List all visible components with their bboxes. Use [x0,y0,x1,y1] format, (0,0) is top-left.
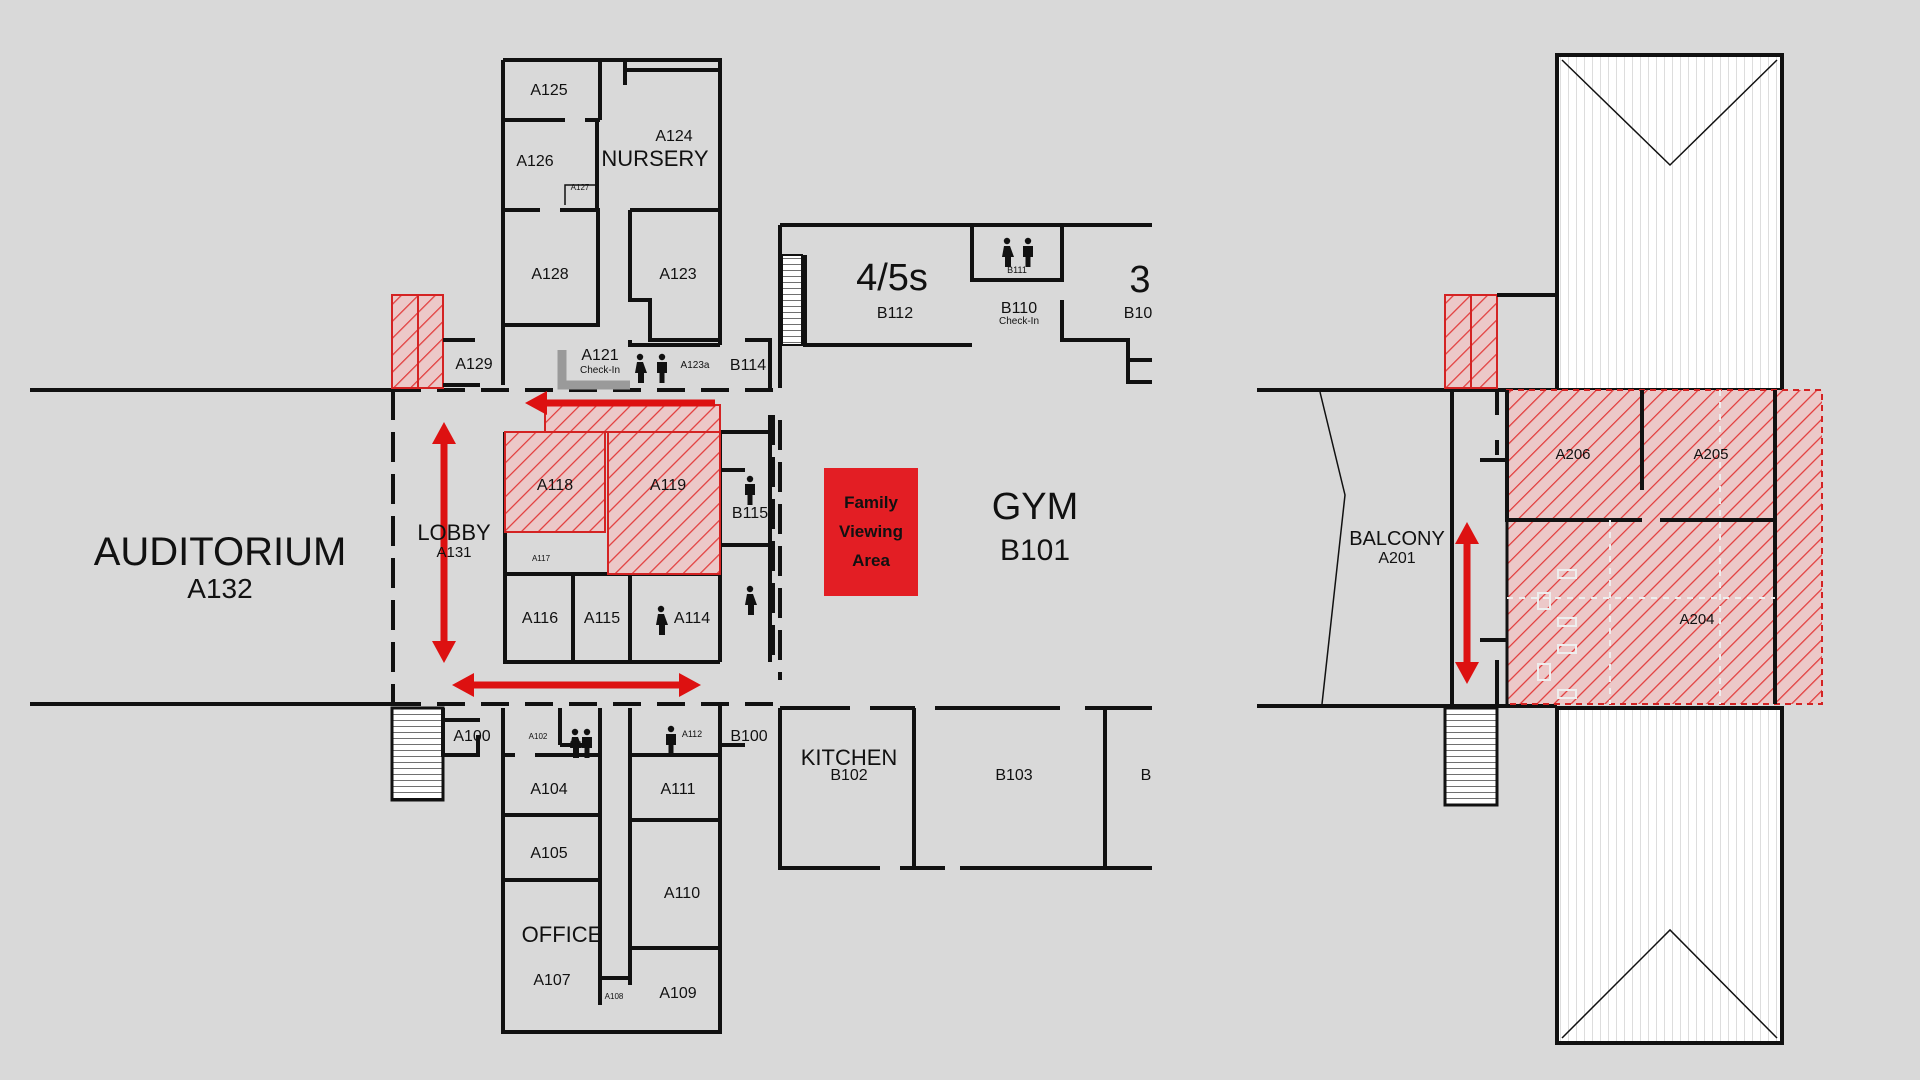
room-a105: A105 [530,845,567,862]
floor-1: AUDITORIUM A132 LOBBY A131 A125 A126 A12… [30,58,1153,1034]
room-b114: B114 [730,357,766,374]
balcony-number: A201 [1378,550,1415,567]
gym-label: GYM [992,486,1079,528]
room-a109: A109 [659,985,696,1002]
room-a102: A102 [529,732,548,741]
stairs-icon [781,254,803,346]
room-a129: A129 [455,356,492,373]
room-b110: B110 [1001,300,1037,317]
room-a118: A118 [537,477,573,494]
kitchen-label: KITCHEN [801,745,898,770]
room-a100: A100 [453,728,490,745]
room-b112-number: B112 [877,305,913,322]
family-area-line2: Viewing [839,522,903,541]
family-area-line3: Area [852,551,890,570]
room-a204: A204 [1679,611,1714,628]
auditorium-label: AUDITORIUM [94,530,347,574]
auditorium-number: A132 [187,573,252,604]
room-partial-name: 3 [1129,259,1150,301]
room-a108: A108 [605,992,624,1001]
room-a110: A110 [664,885,700,902]
a121-checkin-note: Check-In [580,365,620,376]
b110-checkin-note: Check-In [999,316,1039,327]
balcony-label: BALCONY [1349,528,1445,550]
room-a119-highlighted [607,431,721,575]
stairs-icon [1443,706,1499,807]
room-a121: A121 [581,347,618,364]
room-partial-b: B [1141,767,1152,784]
checkin-counter [557,350,630,390]
room-a114: A114 [674,610,710,627]
room-a118-highlighted [504,431,606,533]
kitchen-number: B102 [830,767,867,784]
room-a128: A128 [531,266,568,283]
room-b115: B115 [732,505,768,522]
family-area-line1: Family [844,493,898,512]
room-a125: A125 [530,82,567,99]
window-marks [1537,569,1577,699]
room-a205: A205 [1693,446,1728,463]
room-a127: A127 [571,183,590,192]
stairs-icon [390,706,445,802]
corridor-highlighted [544,404,721,433]
gym-number: B101 [1000,534,1070,567]
room-a206: A206 [1555,446,1590,463]
roof-bottom [1555,706,1784,1045]
room-a123a: A123a [681,360,710,371]
room-a119: A119 [650,477,686,494]
room-b112-name: 4/5s [856,257,928,299]
room-a111: A111 [661,781,696,798]
lobby-label: LOBBY [417,520,491,545]
room-a104: A104 [530,781,567,798]
nursery-label: NURSERY [601,146,709,171]
office-label: OFFICE [522,922,603,947]
family-viewing-area [824,468,918,596]
room-a116: A116 [522,610,558,627]
room-a115: A115 [584,610,620,627]
room-a117: A117 [532,554,551,563]
room-b100: B100 [730,728,767,745]
floor-2: BALCONY A201 A206 A205 A204 [1257,53,1823,1045]
room-a103: A103 [569,741,585,748]
arrow-icon [1455,522,1479,684]
room-b111: B111 [1007,265,1027,275]
room-partial-number: B10 [1124,305,1153,322]
room-a123: A123 [659,266,696,283]
office-number: A107 [533,972,570,989]
lobby-number: A131 [436,544,471,561]
nursery-number: A124 [655,128,692,145]
room-b103: B103 [995,767,1032,784]
roof-top [1555,53,1784,392]
room-a112: A112 [682,729,702,739]
arrow-icon [432,391,715,697]
room-a126: A126 [516,153,553,170]
